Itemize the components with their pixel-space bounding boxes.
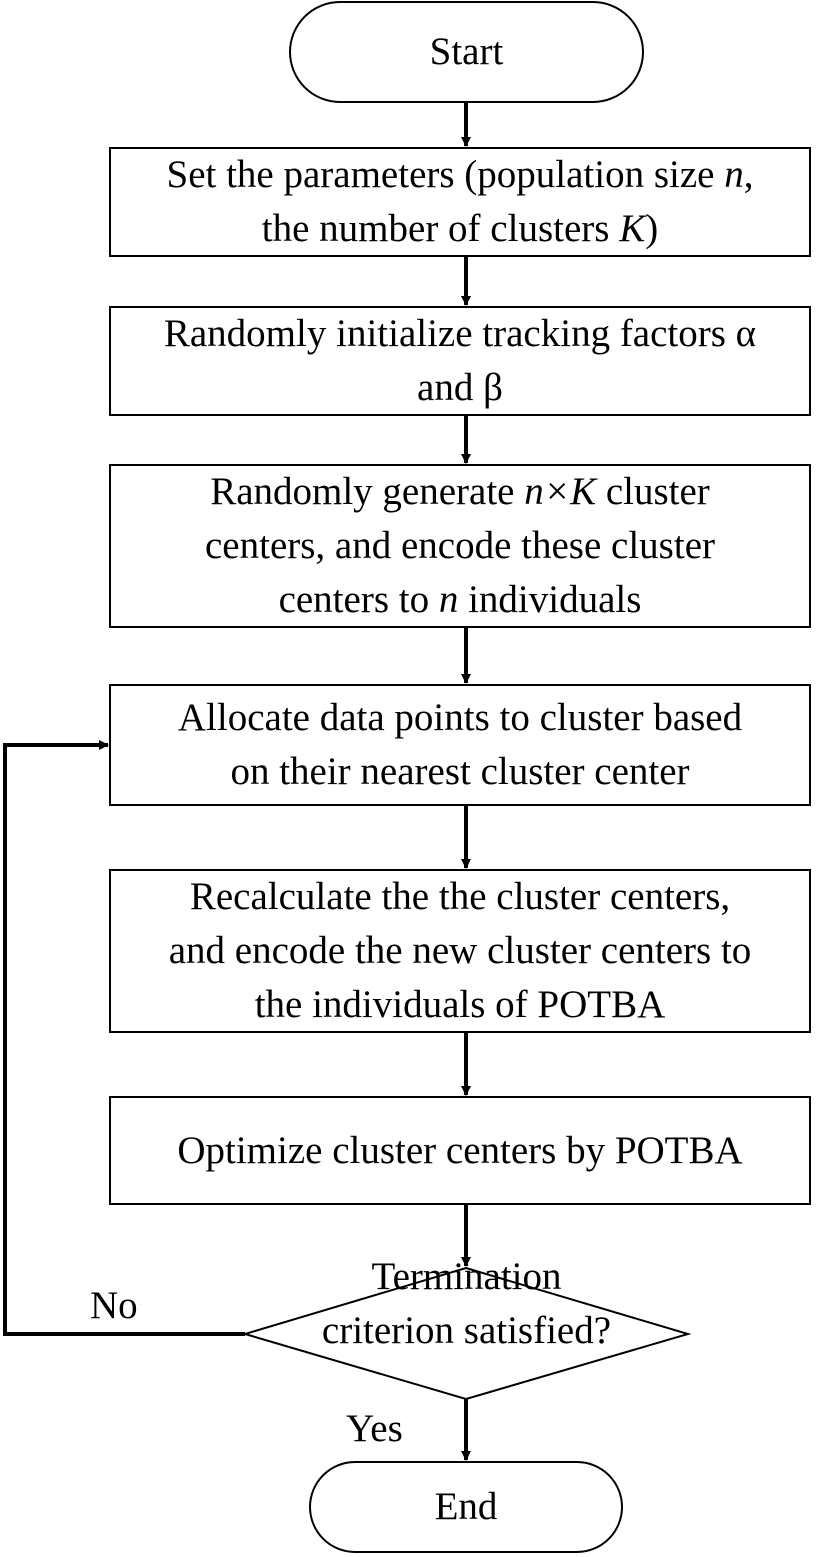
set-parameters-label: Set the parameters (population size n, t…	[166, 153, 754, 250]
initialize-factors-label: Randomly initialize tracking factors α a…	[163, 312, 757, 409]
initialize-factors-box	[109, 306, 811, 416]
yes-edge-label: Yes	[346, 1407, 403, 1450]
recalculate-centers-label: Recalculate the the cluster centers, and…	[168, 875, 752, 1026]
set-parameters-box	[109, 147, 811, 257]
allocate-points-label: Allocate data points to cluster based on…	[177, 696, 743, 793]
end-label: End	[434, 1485, 498, 1528]
generate-centers-box	[109, 464, 811, 628]
optimize-centers-label: Optimize cluster centers by POTBA	[177, 1128, 743, 1172]
no-edge-label: No	[90, 1284, 138, 1327]
generate-centers-label: Randomly generate n×K cluster centers, a…	[204, 470, 715, 621]
termination-decision-label: Termination criterion satisfied?	[321, 1255, 612, 1352]
start-label: Start	[429, 30, 504, 73]
end-terminal	[309, 1461, 623, 1553]
allocate-points-box	[109, 684, 811, 806]
recalculate-centers-box	[109, 869, 811, 1033]
optimize-centers-box	[109, 1096, 811, 1205]
arrow-no-loop-back	[3, 740, 245, 1336]
